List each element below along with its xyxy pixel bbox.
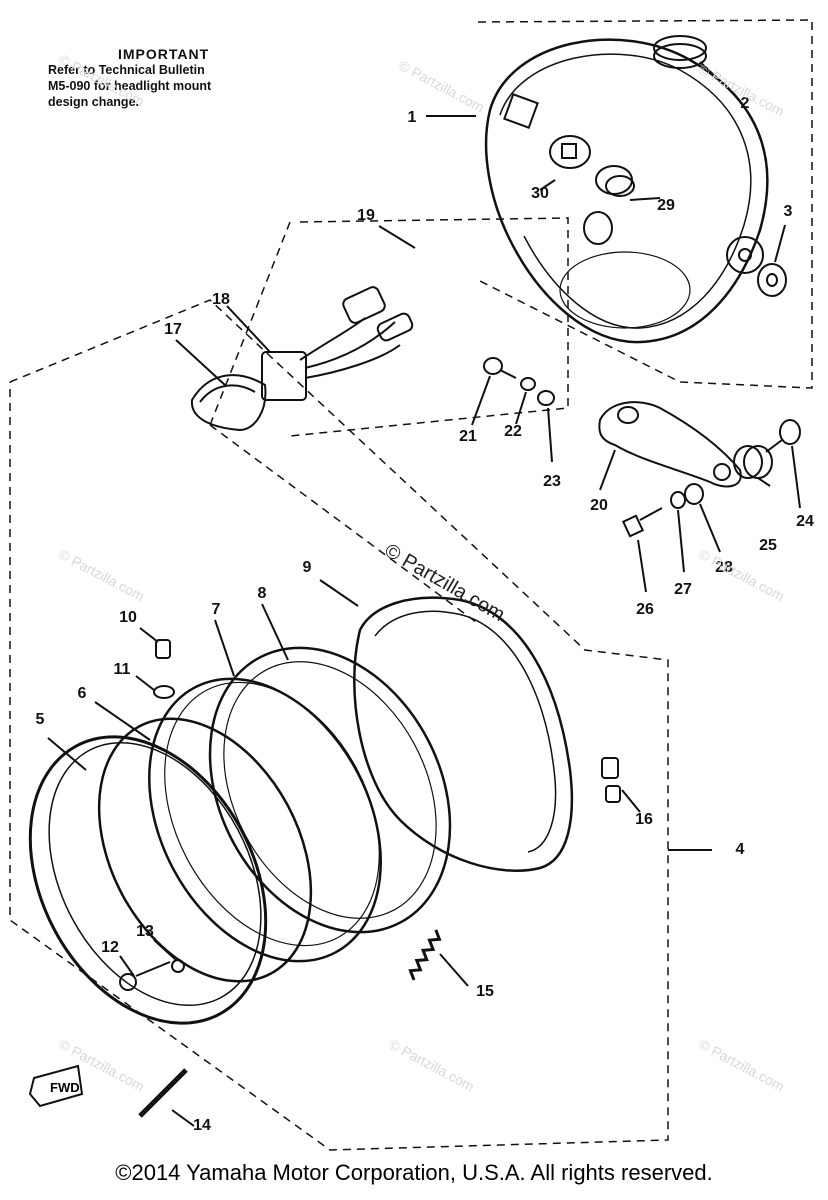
callout-2[interactable]: 2 (740, 95, 750, 112)
callout-19[interactable]: 19 (357, 207, 375, 224)
callout-29[interactable]: 29 (657, 197, 675, 214)
callout-28[interactable]: 28 (715, 559, 733, 576)
callout-16[interactable]: 16 (635, 811, 653, 828)
callout-17[interactable]: 17 (164, 321, 182, 338)
callout-7[interactable]: 7 (211, 601, 221, 618)
copyright-notice: ©2014 Yamaha Motor Corporation, U.S.A. A… (115, 1160, 713, 1185)
note-line-3: design change. (48, 95, 139, 109)
callout-4[interactable]: 4 (735, 841, 745, 858)
callout-30[interactable]: 30 (531, 185, 549, 202)
callout-23[interactable]: 23 (543, 473, 561, 490)
callout-12[interactable]: 12 (101, 939, 119, 956)
note-title: IMPORTANT (118, 46, 210, 62)
note-line-1: Refer to Technical Bulletin (48, 63, 205, 77)
note-line-2: M5-090 for headlight mount (48, 79, 212, 93)
callout-9[interactable]: 9 (302, 559, 312, 576)
callout-10[interactable]: 10 (119, 609, 137, 626)
callout-5[interactable]: 5 (35, 711, 45, 728)
callout-11[interactable]: 11 (113, 661, 131, 678)
callout-25[interactable]: 25 (759, 537, 777, 554)
callout-21[interactable]: 21 (459, 428, 477, 445)
callout-27[interactable]: 27 (674, 581, 692, 598)
fwd-label: FWD (50, 1080, 80, 1095)
callout-8[interactable]: 8 (257, 585, 267, 602)
callout-22[interactable]: 22 (504, 423, 522, 440)
important-note: IMPORTANT Refer to Technical Bulletin M5… (48, 46, 288, 110)
callout-1[interactable]: 1 (407, 109, 417, 126)
callout-18[interactable]: 18 (212, 291, 230, 308)
callout-15[interactable]: 15 (476, 983, 494, 1000)
callout-6[interactable]: 6 (77, 685, 87, 702)
callout-20[interactable]: 20 (590, 497, 608, 514)
callout-24[interactable]: 24 (796, 513, 814, 530)
callout-14[interactable]: 14 (193, 1117, 211, 1134)
callout-3[interactable]: 3 (783, 203, 793, 220)
callout-26[interactable]: 26 (636, 601, 654, 618)
callout-13[interactable]: 13 (136, 923, 154, 940)
